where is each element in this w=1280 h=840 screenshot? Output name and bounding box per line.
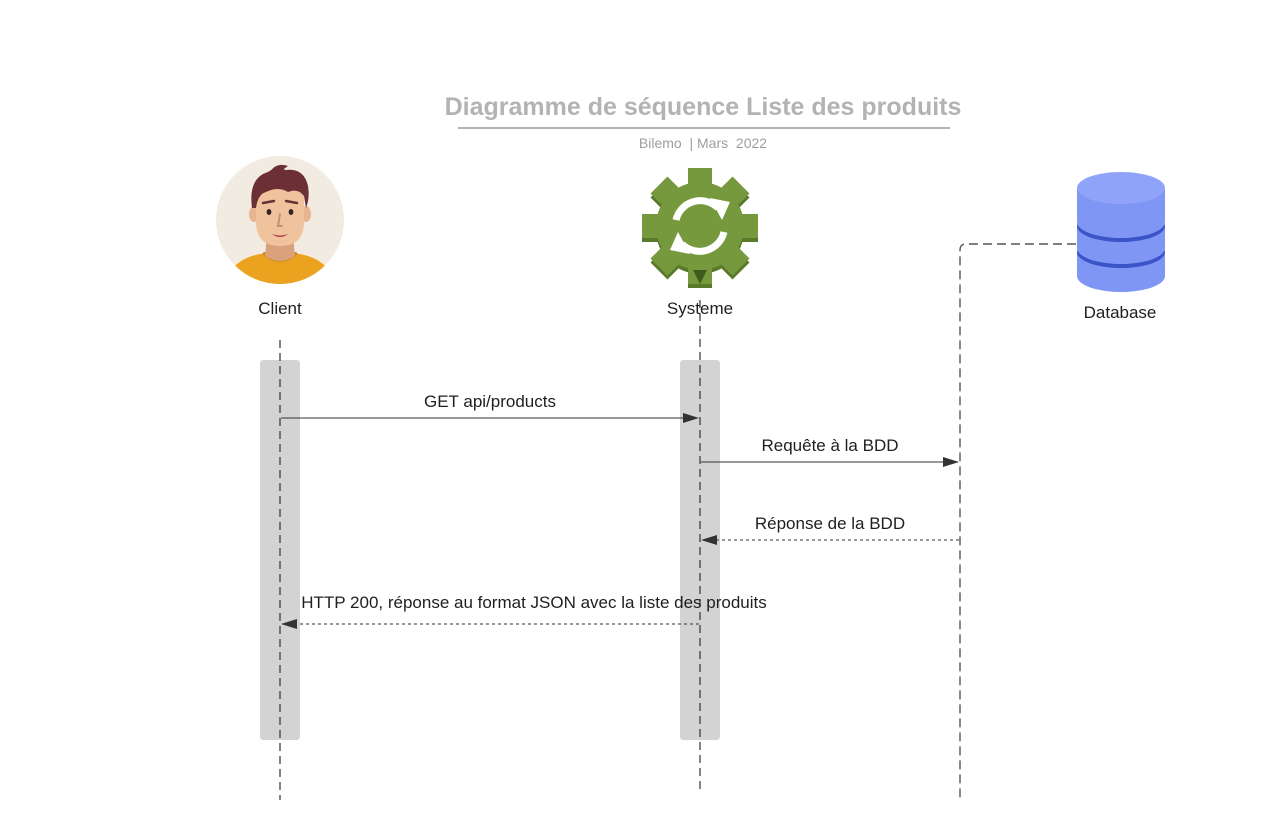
- database-lifeline: [959, 243, 1076, 800]
- diagram-subtitle: Bilemo | Mars 2022: [638, 135, 768, 151]
- actor-label-systeme: Systeme: [666, 299, 734, 318]
- title-underline: [458, 127, 950, 129]
- message-label-get-products: GET api/products: [424, 392, 556, 411]
- actor-label-database: Database: [1083, 303, 1157, 322]
- user-avatar-icon: [216, 156, 344, 284]
- actor-label-client: Client: [258, 299, 302, 318]
- gear-refresh-icon: [642, 168, 758, 288]
- message-label-requete-bdd: Requête à la BDD: [761, 436, 899, 455]
- message-label-http-200: HTTP 200, réponse au format JSON avec la…: [301, 593, 767, 612]
- diagram-title: Diagramme de séquence Liste des produits: [444, 93, 962, 121]
- message-label-reponse-bdd: Réponse de la BDD: [754, 514, 906, 533]
- database-icon: [1077, 172, 1165, 292]
